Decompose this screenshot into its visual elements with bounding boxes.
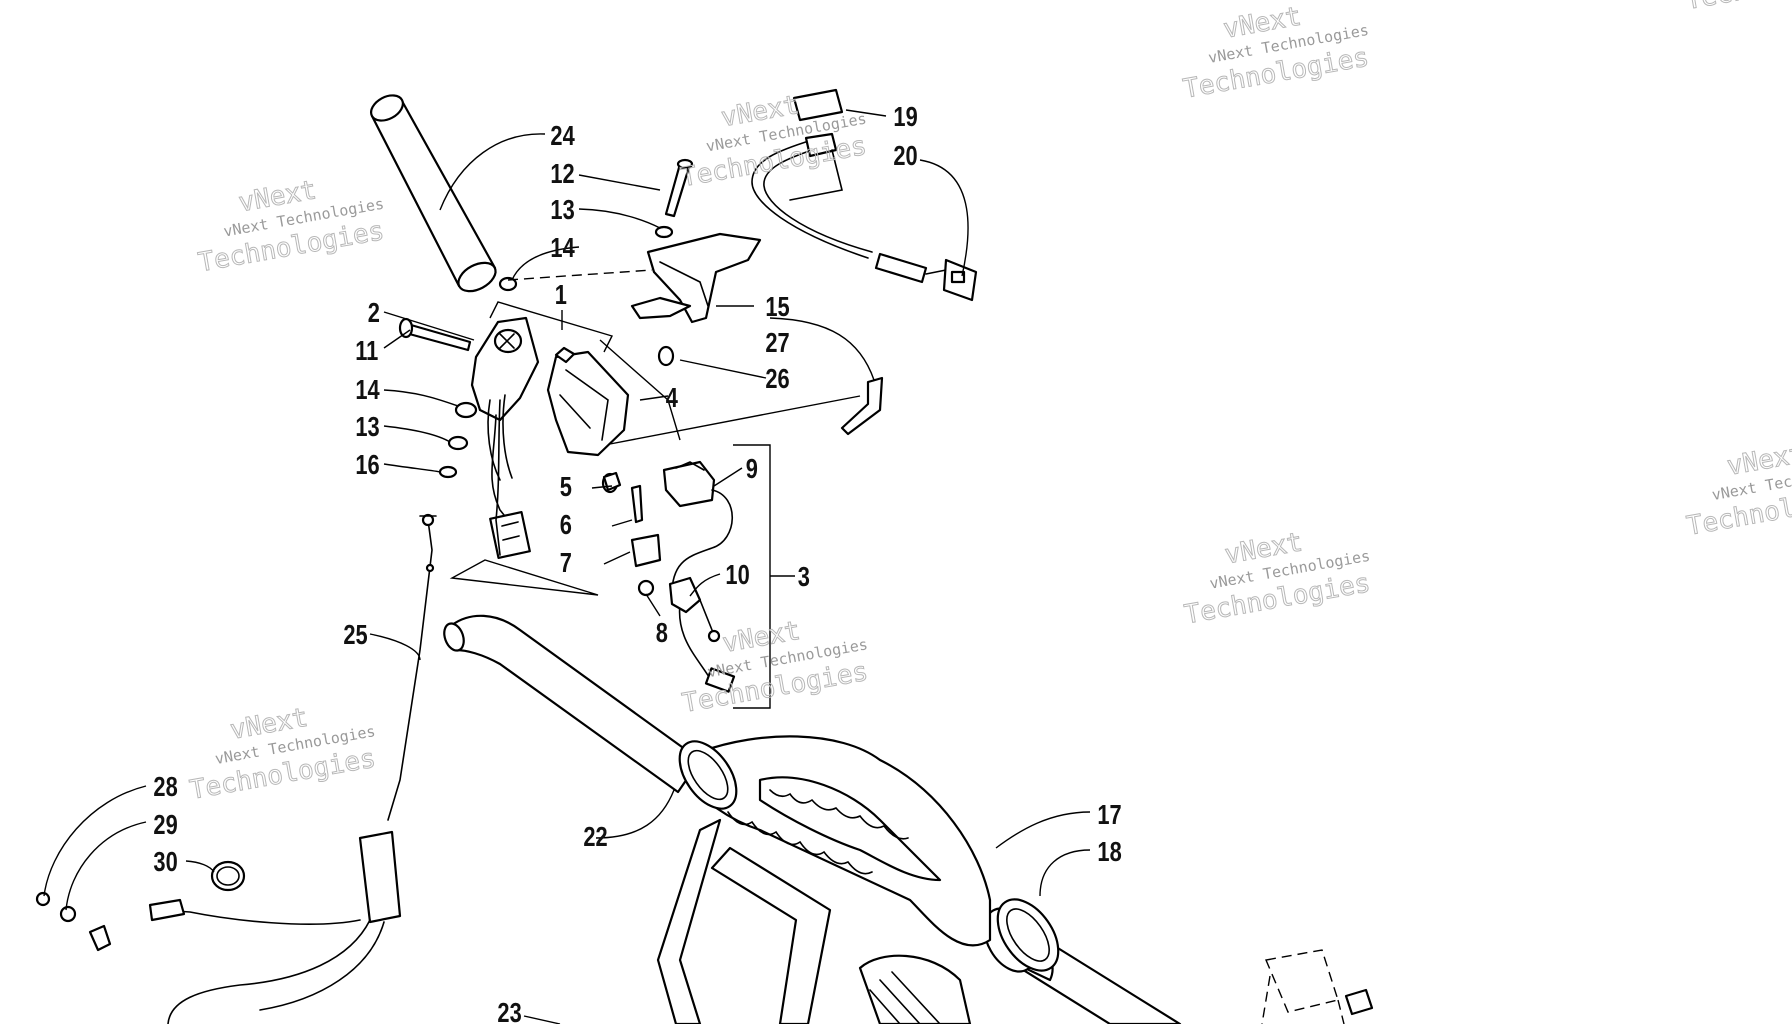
callout-29: 29 xyxy=(153,809,177,840)
callout-1: 1 xyxy=(555,279,567,310)
callout-25: 25 xyxy=(343,619,367,650)
callout-18: 18 xyxy=(1097,836,1121,867)
callout-23: 20 xyxy=(893,140,917,171)
riser xyxy=(656,818,972,1024)
collars xyxy=(678,740,1060,972)
callout-30: 30 xyxy=(153,846,177,877)
callout-17: 17 xyxy=(1097,799,1121,830)
callout-11: 11 xyxy=(355,335,378,366)
bracket-1 xyxy=(489,301,613,353)
callout-27: 23 xyxy=(497,997,521,1024)
callout-16: 16 xyxy=(355,449,379,480)
callout-13-upper: 13 xyxy=(550,194,574,225)
callout-12: 12 xyxy=(550,158,574,189)
brake-lever xyxy=(546,346,630,457)
callout-22: 19 xyxy=(893,101,917,132)
callout-9: 9 xyxy=(746,453,758,484)
lever-bracket-15 xyxy=(630,232,762,367)
callout-labels: 24 12 13 14 2 1 11 14 13 16 15 27 26 4 9… xyxy=(153,101,1121,1024)
callout-4: 4 xyxy=(666,382,678,413)
pin-12 xyxy=(498,158,694,292)
callout-5: 5 xyxy=(560,471,572,502)
callout-24: 26 xyxy=(765,363,789,394)
callout-13-lower: 13 xyxy=(355,411,379,442)
callout-20: 24 xyxy=(550,120,574,151)
callout-10: 10 xyxy=(725,559,749,590)
callout-2: 2 xyxy=(368,297,380,328)
callout-28: 28 xyxy=(153,771,177,802)
master-cylinder xyxy=(1261,949,1374,1024)
leader-lines xyxy=(43,109,1091,1024)
throttle-grip xyxy=(370,94,497,293)
lever-26 xyxy=(609,376,884,445)
rings xyxy=(35,860,246,923)
left-washers xyxy=(438,401,478,479)
callout-14-upper: 14 xyxy=(550,232,574,263)
screw-11 xyxy=(398,317,472,352)
callout-14-lower: 14 xyxy=(355,374,379,405)
watermarks: vNext vNext Technologies Technologies vN… xyxy=(187,0,1792,806)
throttle-cable xyxy=(88,513,437,1024)
callout-26: 27 xyxy=(765,327,789,358)
switch-10 xyxy=(668,576,721,643)
handlebar-pad xyxy=(688,735,992,947)
callout-3: 3 xyxy=(798,561,810,592)
throttle-housing xyxy=(470,316,540,559)
heater-element xyxy=(751,88,978,302)
callout-7: 7 xyxy=(560,547,572,578)
callout-6: 6 xyxy=(560,509,572,540)
kill-switch xyxy=(662,460,736,693)
callout-19: 22 xyxy=(583,821,607,852)
callout-15: 15 xyxy=(765,291,789,322)
svg-text:Technologies: Technologies xyxy=(1683,0,1792,16)
small-parts xyxy=(591,471,662,617)
callout-8: 8 xyxy=(656,617,668,648)
